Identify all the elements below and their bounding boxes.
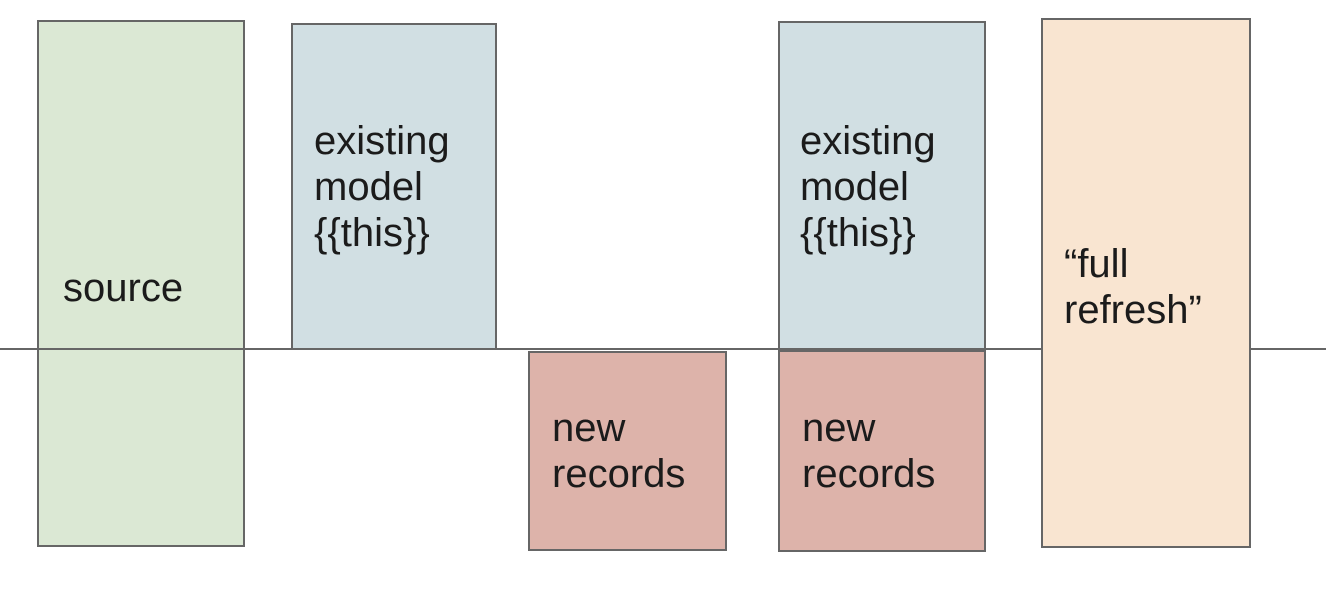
source-box-label: source	[63, 266, 184, 310]
source-box: source	[37, 20, 245, 547]
new-records-box-2-label: new records	[802, 406, 936, 496]
new-records-box-2: new records	[778, 350, 986, 552]
baseline-divider	[0, 348, 1326, 350]
existing-model-box-1-label: existing model {{this}}	[314, 119, 450, 255]
existing-model-box-2: existing model {{this}}	[778, 21, 986, 350]
full-refresh-box: “full refresh”	[1041, 18, 1251, 548]
new-records-box-1-label: new records	[552, 406, 686, 496]
full-refresh-box-label: “full refresh”	[1064, 242, 1202, 332]
new-records-box-1: new records	[528, 351, 727, 551]
existing-model-box-1: existing model {{this}}	[291, 23, 497, 350]
existing-model-box-2-label: existing model {{this}}	[800, 119, 936, 255]
